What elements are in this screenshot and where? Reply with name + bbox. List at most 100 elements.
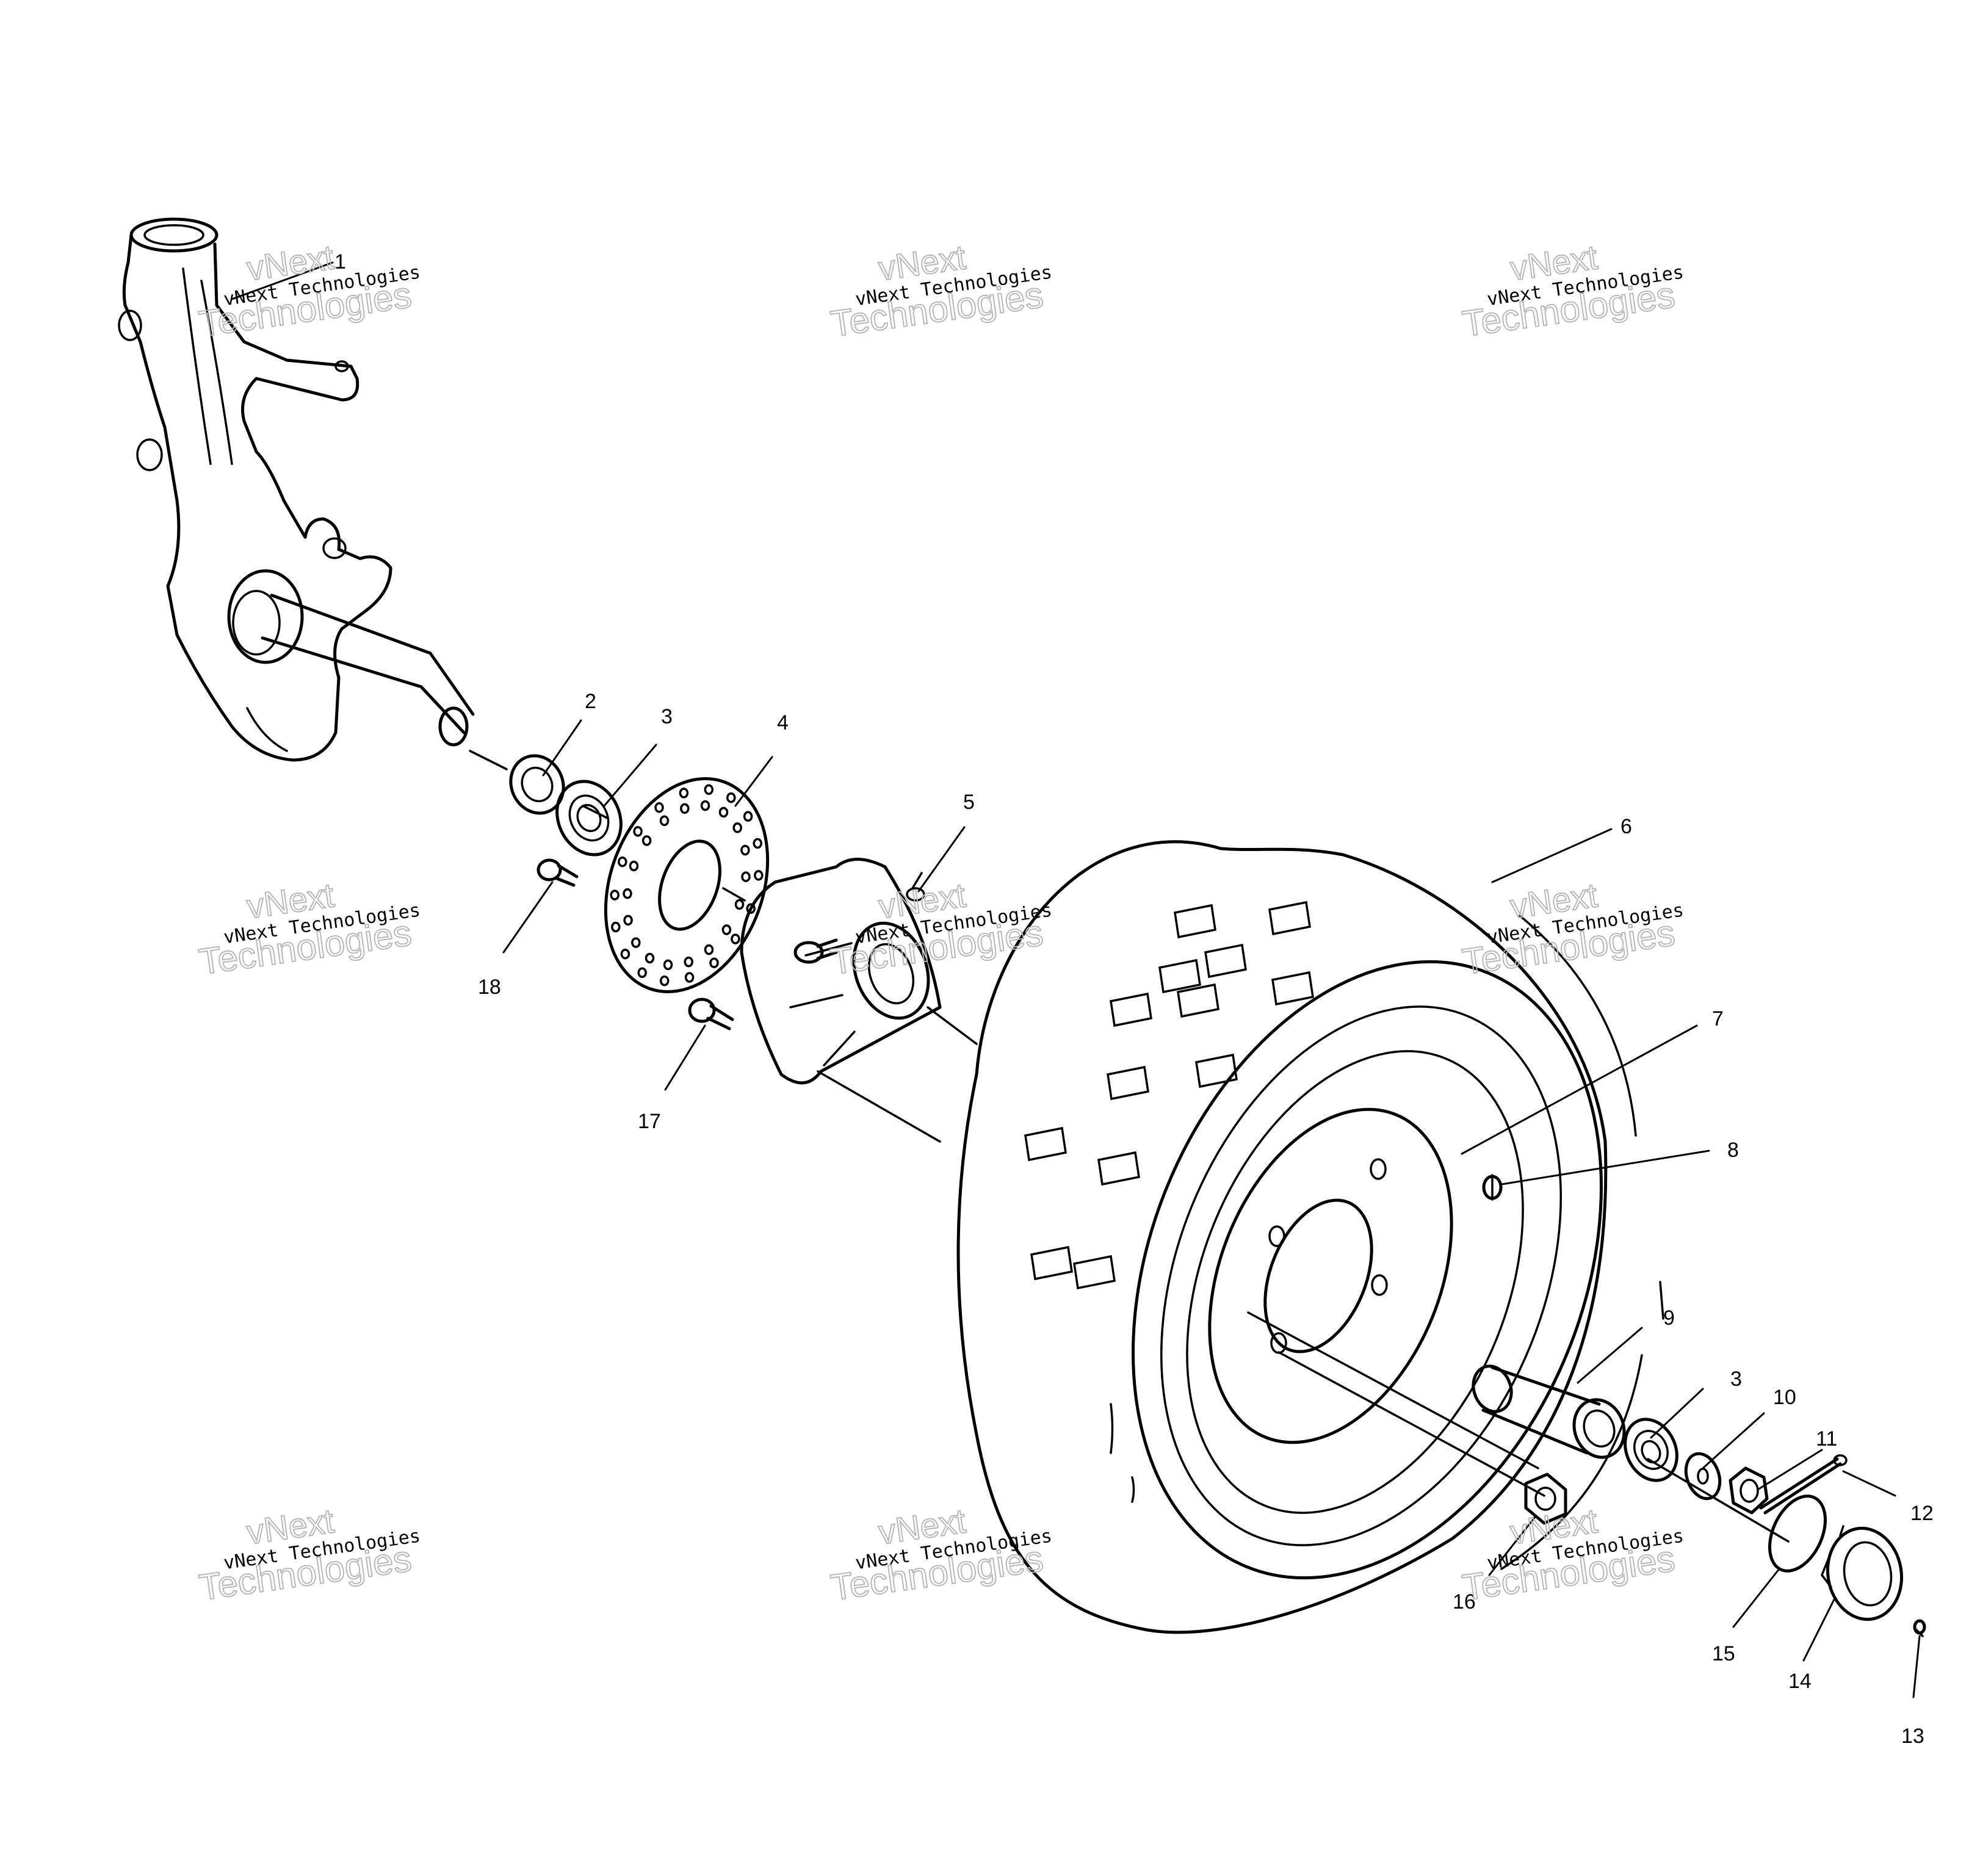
disc-hole bbox=[620, 948, 630, 960]
disc-hole bbox=[629, 860, 639, 872]
disc-hole bbox=[740, 844, 750, 856]
wheel-rim bbox=[1132, 960, 1603, 1580]
callout-15: 15 bbox=[1712, 1642, 1735, 1665]
disc-hole bbox=[746, 903, 756, 914]
disc-hole bbox=[610, 889, 620, 900]
tire bbox=[956, 840, 1664, 1634]
tread-block bbox=[1174, 904, 1216, 939]
disc-hole bbox=[741, 871, 751, 882]
disc-hole bbox=[721, 924, 732, 935]
disc-hole bbox=[645, 952, 655, 964]
callout-8: 8 bbox=[1727, 1139, 1739, 1162]
valve-stem bbox=[1482, 1174, 1503, 1201]
bearing-inner bbox=[555, 780, 623, 857]
castle-nut bbox=[1729, 1466, 1769, 1515]
callout-10: 10 bbox=[1773, 1386, 1796, 1409]
disc-hole bbox=[704, 784, 714, 795]
o-ring bbox=[1768, 1494, 1827, 1573]
callout-18: 18 bbox=[478, 976, 501, 999]
bearing-outer bbox=[1624, 1418, 1678, 1482]
disc-hole bbox=[731, 933, 740, 944]
tread-block bbox=[1271, 971, 1314, 1006]
tread-block bbox=[1177, 983, 1219, 1018]
tread-block bbox=[1195, 1053, 1238, 1088]
lug-nut bbox=[1524, 1472, 1567, 1525]
disc-hole bbox=[623, 914, 633, 926]
callout-13: 13 bbox=[1901, 1725, 1924, 1748]
callout-7: 7 bbox=[1712, 1007, 1724, 1030]
steering-knuckle bbox=[118, 217, 475, 762]
disc-hole bbox=[631, 937, 641, 948]
disc-hole bbox=[684, 972, 695, 983]
callout-16: 16 bbox=[1453, 1590, 1476, 1613]
bolt-18 bbox=[537, 858, 579, 887]
callout-11: 11 bbox=[1816, 1427, 1837, 1450]
callout-2: 2 bbox=[585, 690, 596, 713]
callout-labels: 1 2 3 4 5 6 7 8 9 3 10 11 12 13 14 15 16… bbox=[334, 250, 1934, 1748]
disc-hole bbox=[753, 838, 762, 849]
callout-4: 4 bbox=[777, 711, 789, 734]
leader-lines bbox=[231, 261, 1921, 1698]
callout-3: 3 bbox=[661, 705, 673, 728]
disc-hole bbox=[659, 975, 670, 987]
cotter-pin bbox=[1759, 1454, 1848, 1515]
brake-disc bbox=[604, 777, 770, 993]
disc-hole bbox=[734, 899, 745, 910]
callout-3b: 3 bbox=[1730, 1367, 1742, 1391]
tread-block bbox=[1158, 958, 1201, 994]
callout-5: 5 bbox=[963, 791, 975, 814]
disc-hole bbox=[611, 921, 621, 933]
disc-hole bbox=[700, 800, 710, 811]
tread-block bbox=[1268, 900, 1311, 936]
seal bbox=[509, 754, 565, 815]
disc-hole bbox=[726, 792, 736, 803]
spacer-tube bbox=[1472, 1364, 1626, 1459]
assembly-axis-lines bbox=[469, 750, 1790, 1543]
disc-hole bbox=[684, 956, 693, 968]
disc-hole bbox=[709, 957, 719, 968]
disc-hole bbox=[618, 856, 627, 867]
disc-hole bbox=[754, 870, 764, 881]
bolt-17 bbox=[688, 998, 734, 1030]
disc-hole bbox=[633, 826, 643, 837]
tread-block bbox=[1073, 1255, 1116, 1290]
washer bbox=[1684, 1452, 1722, 1501]
disc-hole bbox=[732, 822, 742, 833]
disc-hole bbox=[718, 806, 729, 818]
callout-17: 17 bbox=[638, 1110, 661, 1133]
tread-block bbox=[1110, 992, 1152, 1027]
disc-hole bbox=[663, 959, 673, 971]
callout-9: 9 bbox=[1663, 1306, 1675, 1330]
wheel-hub bbox=[740, 858, 942, 1085]
tread-block bbox=[1107, 1065, 1149, 1101]
tread-block bbox=[1204, 943, 1247, 979]
hub-cap bbox=[1821, 1525, 1904, 1621]
disc-hole bbox=[623, 888, 632, 899]
callout-12: 12 bbox=[1910, 1502, 1934, 1525]
disc-hole bbox=[704, 944, 714, 955]
screw bbox=[1913, 1619, 1926, 1637]
tread-block bbox=[1024, 1126, 1067, 1162]
disc-hole bbox=[641, 835, 652, 846]
disc-hole bbox=[679, 788, 689, 799]
disc-hole bbox=[743, 811, 753, 822]
disc-hole bbox=[659, 815, 670, 827]
hub-stud bbox=[793, 872, 925, 964]
disc-hole bbox=[654, 802, 664, 813]
tread-block bbox=[1030, 1245, 1073, 1281]
disc-hole bbox=[637, 967, 647, 979]
tread-block bbox=[1097, 1151, 1140, 1186]
callout-1: 1 bbox=[334, 250, 346, 273]
disc-hole bbox=[680, 803, 690, 814]
callout-14: 14 bbox=[1788, 1670, 1812, 1693]
callout-6: 6 bbox=[1620, 815, 1632, 838]
